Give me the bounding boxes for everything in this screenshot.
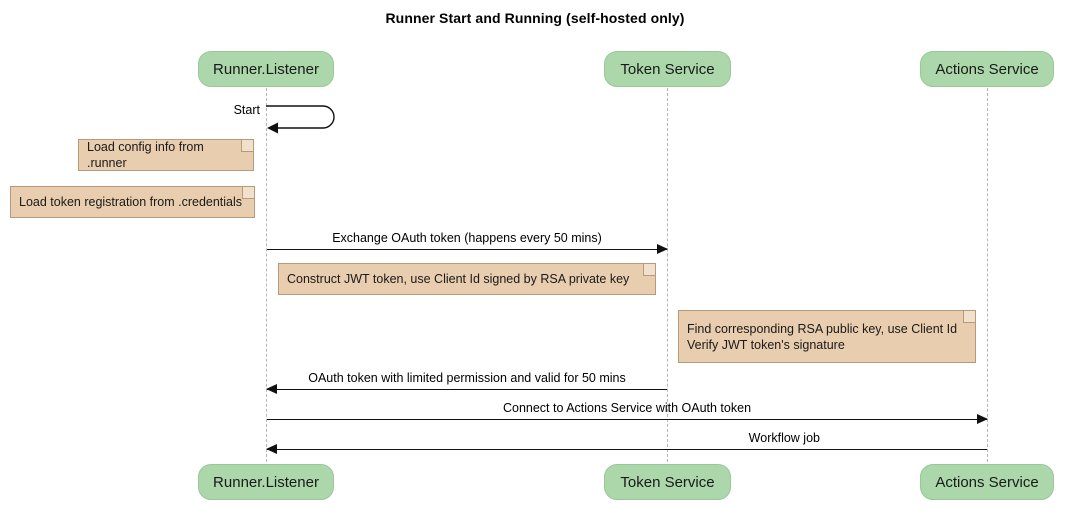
participant-token-service-top[interactable]: Token Service — [604, 51, 731, 87]
participant-label: Actions Service — [935, 60, 1039, 78]
self-message-start-label: Start — [233, 103, 260, 117]
note-text: Construct JWT token, use Client Id signe… — [287, 272, 630, 286]
message-line — [267, 419, 987, 420]
arrowhead-right-icon — [977, 414, 988, 424]
participant-runner-listener-top[interactable]: Runner.Listener — [198, 51, 334, 87]
note-load-token-registration: Load token registration from .credential… — [10, 186, 255, 218]
self-message-loop-icon — [266, 105, 335, 134]
message-line — [267, 249, 667, 250]
note-text: Find corresponding RSA public key, use C… — [687, 321, 958, 352]
message-line — [267, 449, 987, 450]
arrowhead-right-icon — [657, 244, 668, 254]
note-text: Load token registration from .credential… — [19, 195, 243, 209]
message-label: Exchange OAuth token (happens every 50 m… — [332, 231, 602, 245]
note-fold-corner-icon — [643, 264, 655, 276]
note-fold-corner-icon — [963, 311, 975, 323]
note-verify-jwt-signature: Find corresponding RSA public key, use C… — [678, 310, 976, 363]
arrowhead-left-icon — [266, 444, 277, 454]
page-title: Runner Start and Running (self-hosted on… — [385, 10, 685, 26]
participant-actions-service-top[interactable]: Actions Service — [920, 51, 1054, 87]
note-load-config-info: Load config info from .runner — [78, 139, 254, 171]
message-label: Connect to Actions Service with OAuth to… — [502, 401, 752, 415]
participant-label: Runner.Listener — [213, 60, 319, 78]
lifeline-actions — [987, 88, 988, 462]
note-text: Load config info from .runner — [87, 140, 204, 170]
note-fold-corner-icon — [242, 187, 254, 199]
participant-runner-listener-bottom[interactable]: Runner.Listener — [198, 464, 334, 500]
message-line — [267, 389, 667, 390]
note-fold-corner-icon — [241, 140, 253, 152]
note-construct-jwt-token: Construct JWT token, use Client Id signe… — [278, 263, 656, 295]
participant-label: Token Service — [620, 473, 715, 491]
self-message-start[interactable] — [266, 100, 346, 134]
message-label: Workflow job — [748, 431, 820, 445]
participant-token-service-bottom[interactable]: Token Service — [604, 464, 731, 500]
participant-label: Token Service — [620, 60, 715, 78]
lifeline-runner — [266, 88, 267, 462]
participant-label: Runner.Listener — [213, 473, 319, 491]
participant-actions-service-bottom[interactable]: Actions Service — [920, 464, 1054, 500]
arrowhead-left-icon — [266, 384, 277, 394]
message-label: OAuth token with limited permission and … — [308, 371, 626, 385]
participant-label: Actions Service — [935, 473, 1039, 491]
lifeline-token — [667, 88, 668, 462]
